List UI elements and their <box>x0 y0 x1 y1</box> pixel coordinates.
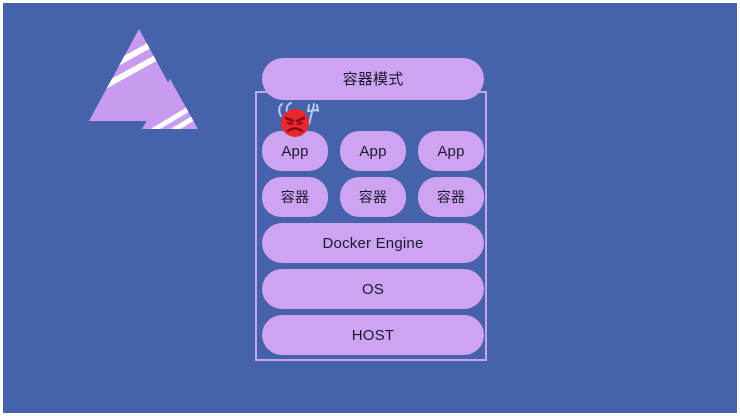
arch-linux-style-triangles-logo <box>89 29 198 129</box>
angry-devil-face-icon <box>278 102 319 137</box>
logo-triangle-small <box>142 79 198 129</box>
container-box: 容器 <box>418 177 484 217</box>
app-box: App <box>418 131 484 171</box>
docker-engine-box: Docker Engine <box>262 223 484 263</box>
app-box: App <box>340 131 406 171</box>
container-box: 容器 <box>262 177 328 217</box>
diagram-title: 容器模式 <box>262 58 484 100</box>
container-box: 容器 <box>340 177 406 217</box>
os-box: OS <box>262 269 484 309</box>
host-box: HOST <box>262 315 484 355</box>
app-box: App <box>262 131 328 171</box>
